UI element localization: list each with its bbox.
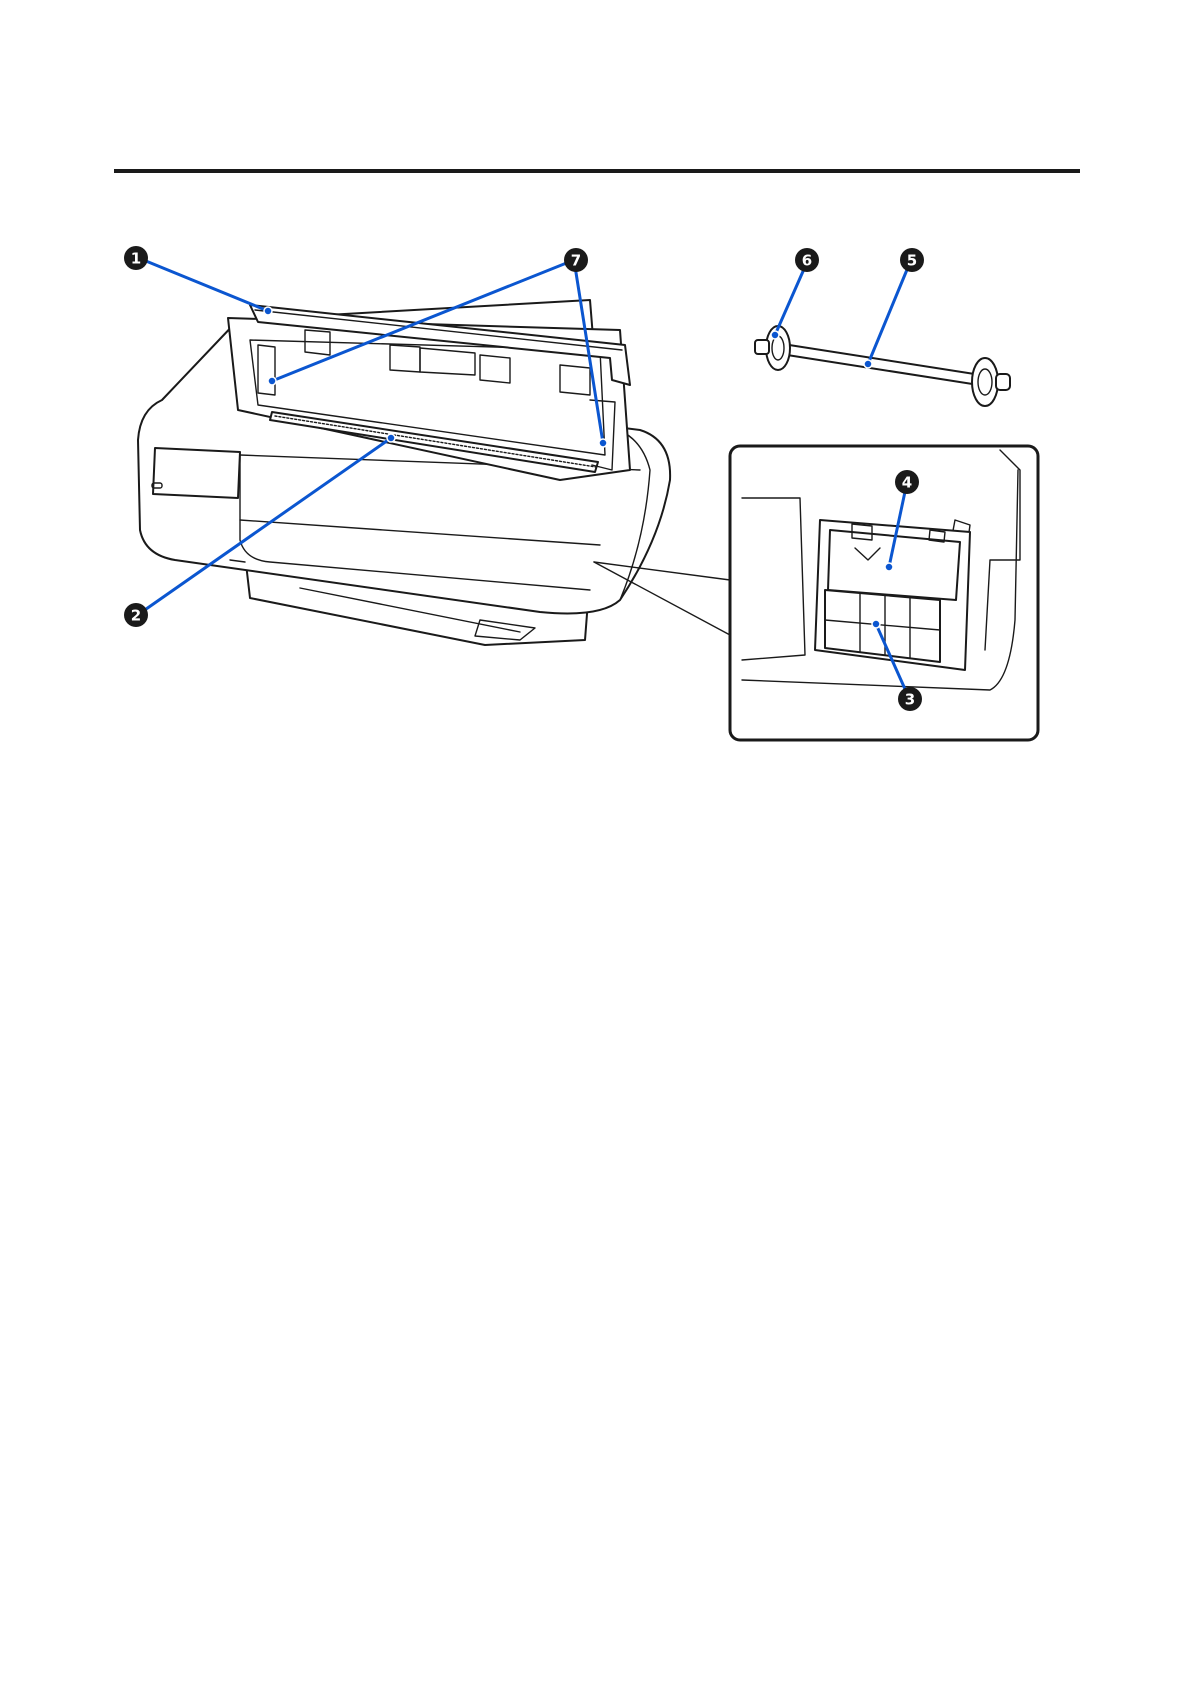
callout-4: 4	[895, 470, 919, 494]
callout-6-label: 6	[802, 252, 812, 270]
callout-1: 1	[124, 246, 148, 270]
callout-5-label: 5	[907, 252, 917, 270]
printer-illustration	[138, 300, 670, 645]
spindle-flange-right	[972, 358, 998, 406]
callout-2-label: 2	[131, 607, 141, 625]
callout-3: 3	[898, 687, 922, 711]
callout-7-label: 7	[571, 252, 581, 270]
detail-inset	[730, 446, 1038, 740]
dot-ink-cartridges	[872, 620, 880, 628]
dot-paper-feed-slot	[387, 434, 395, 442]
dot-ink-cover	[885, 563, 893, 571]
control-panel-screen	[153, 448, 240, 498]
dot-spindle-flange	[771, 331, 779, 339]
callout-1-label: 1	[131, 250, 141, 268]
callout-5: 5	[900, 248, 924, 272]
callout-7: 7	[564, 248, 588, 272]
callout-3-label: 3	[905, 691, 915, 709]
spindle-shaft	[768, 342, 1000, 388]
callout-6: 6	[795, 248, 819, 272]
dot-roll-holder-right	[599, 439, 607, 447]
dot-spindle-shaft	[864, 360, 872, 368]
callout-4-label: 4	[902, 474, 912, 492]
spindle-illustration	[755, 326, 1010, 406]
dot-roll-paper-cover	[264, 307, 272, 315]
dot-roll-holder-left	[268, 377, 276, 385]
callout-2: 2	[124, 603, 148, 627]
